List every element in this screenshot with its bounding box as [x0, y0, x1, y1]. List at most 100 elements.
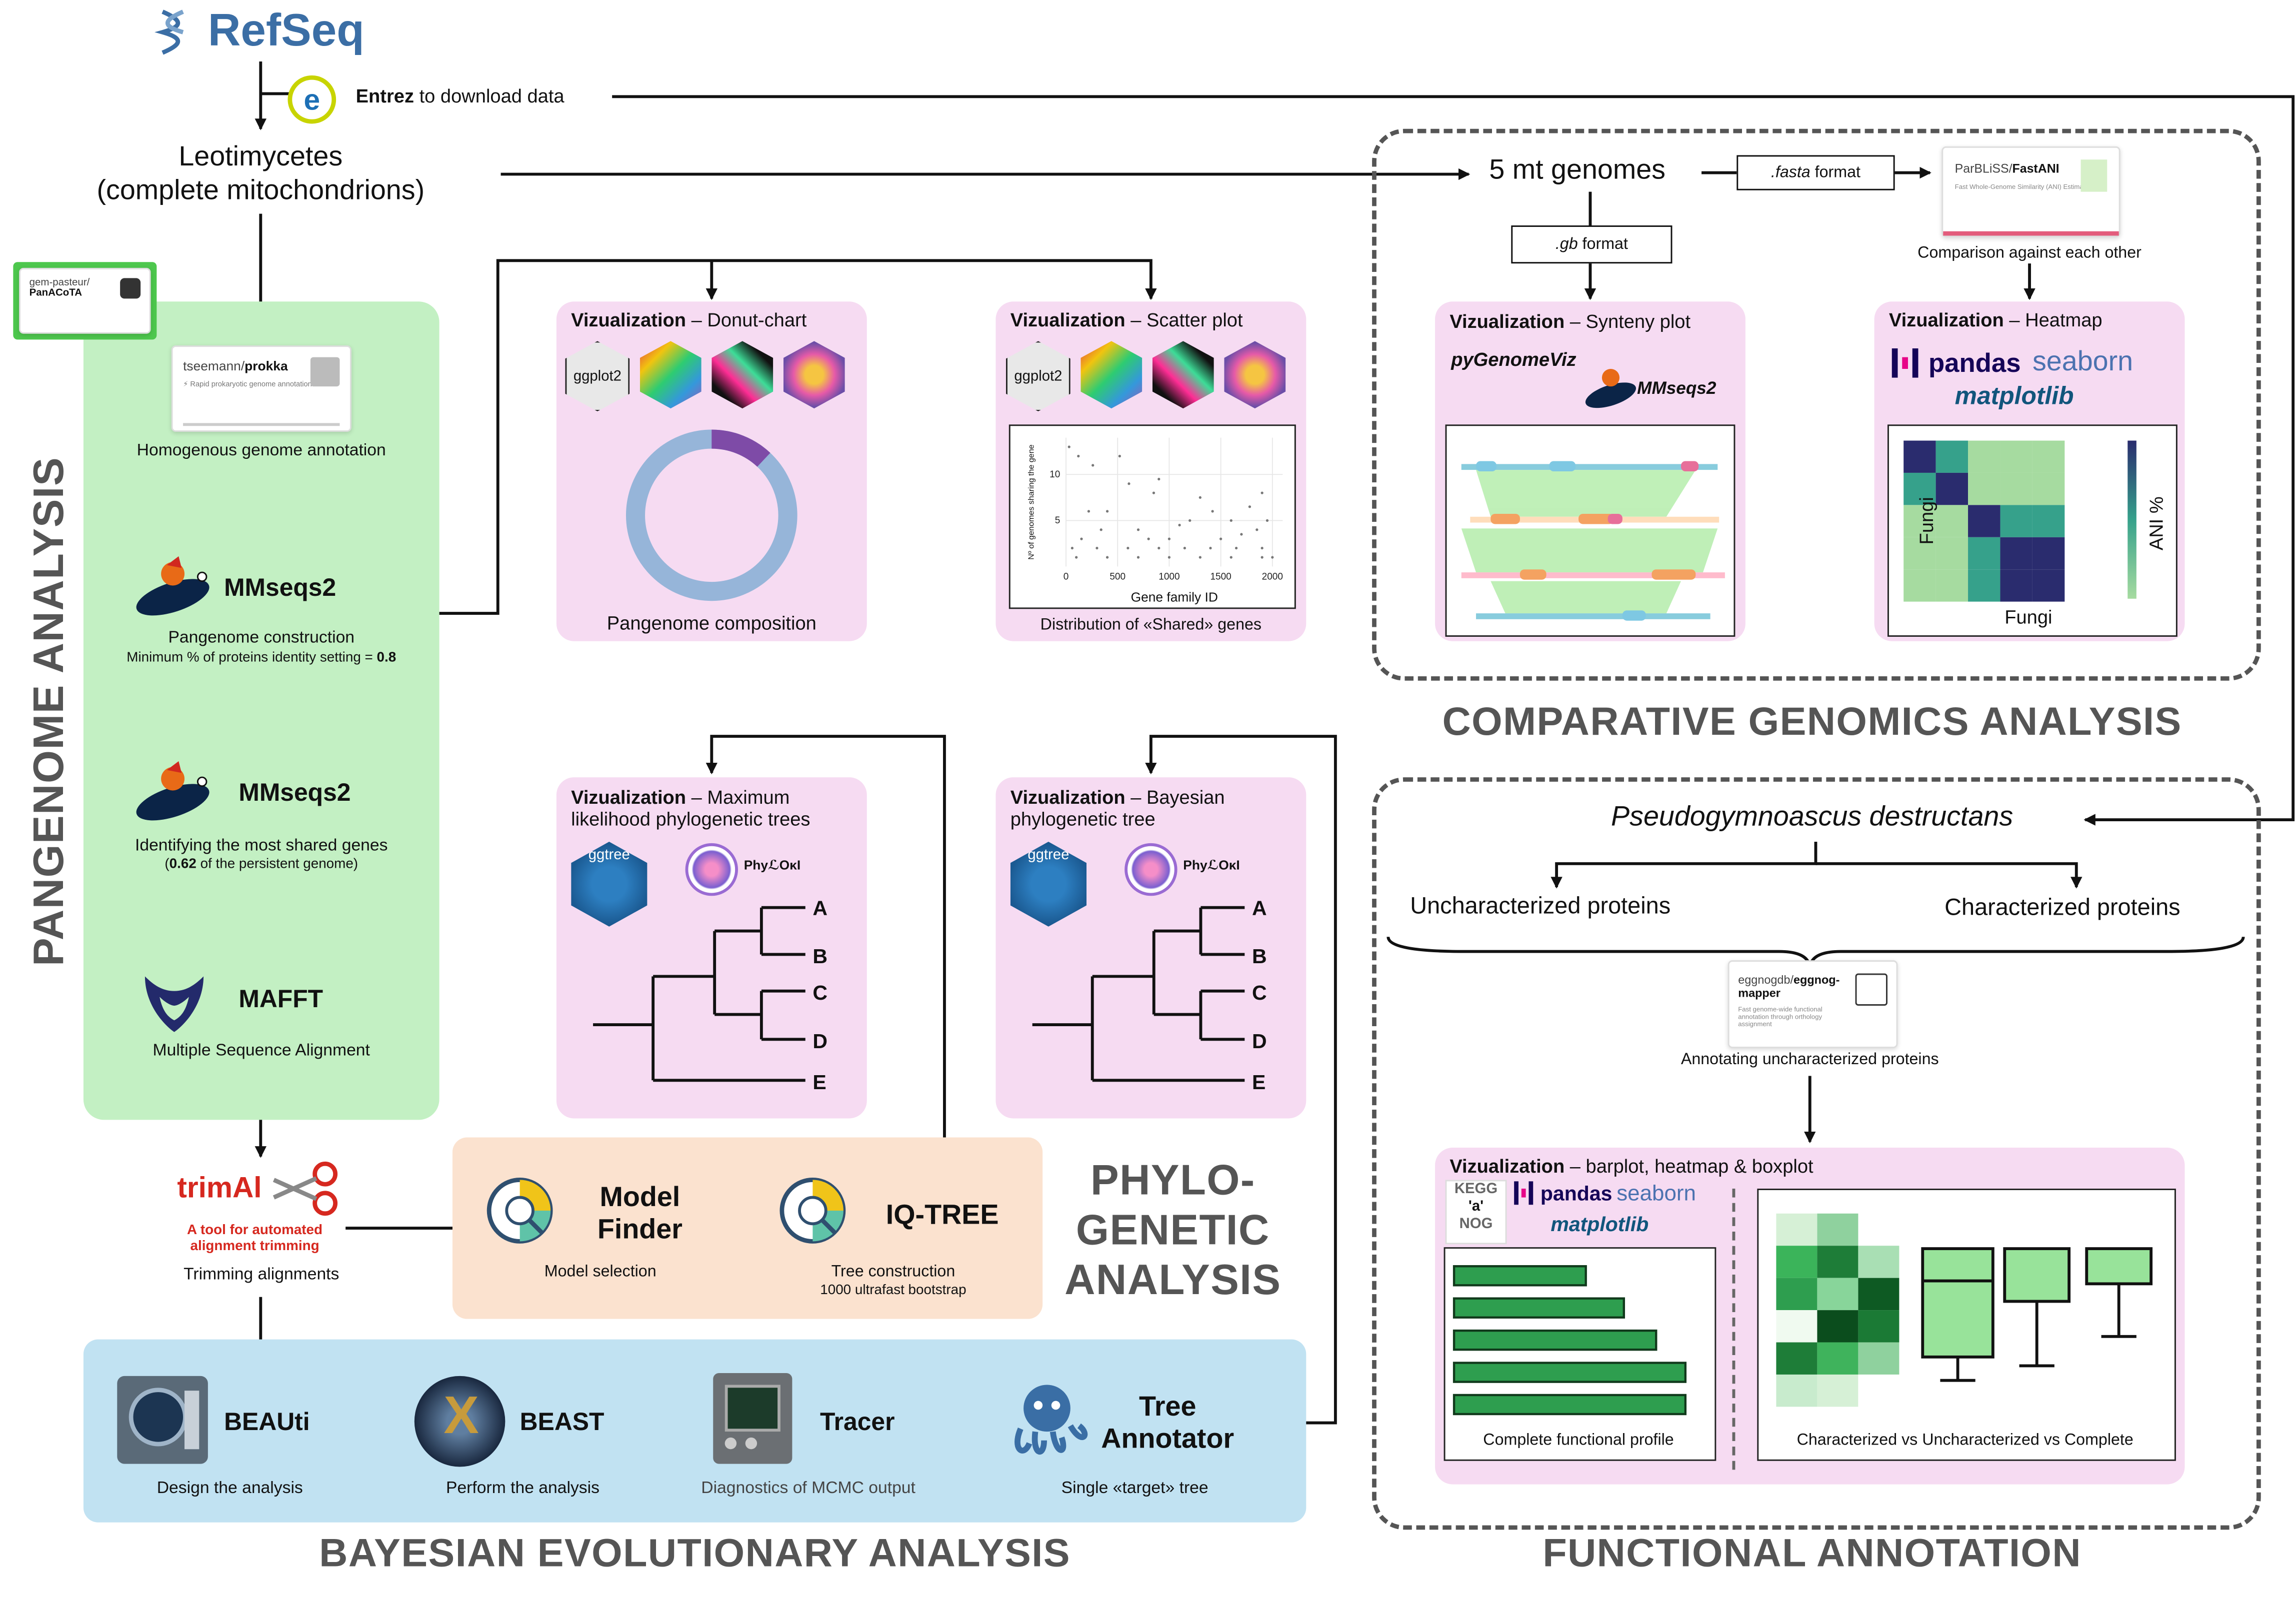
functional-libs-logos: pandas seaborn: [1512, 1180, 1696, 1206]
comparison-caption: Comparison against each other: [1918, 244, 2142, 262]
refseq-title[interactable]: RefSeq: [208, 4, 364, 56]
scatter-point: [1158, 477, 1160, 481]
x-tick-label: 2000: [1262, 572, 1283, 582]
scatter-point: [1106, 556, 1109, 559]
ggtree-hex-logo: ggtree: [571, 841, 648, 927]
pandas-logo: pandas: [1540, 1181, 1612, 1205]
panacota-card[interactable]: gem-pasteur/PanACoTA: [19, 267, 151, 334]
leotiomycetes-label: Leotimycetes (complete mitochondrions): [96, 142, 425, 206]
heatmap-cell: [1936, 440, 1968, 473]
heatmap-cell: [1904, 440, 1936, 473]
donut-viz-title: Vizualization – Donut-chart: [571, 308, 807, 331]
mafft-icon: [136, 962, 212, 1045]
seaborn-logo: seaborn: [1616, 1180, 1696, 1206]
trimal-logo-text: trimAl: [177, 1172, 262, 1205]
iqtree-label: IQ-TREE: [886, 1200, 999, 1231]
prokka-card[interactable]: tseemann/prokka ⚡ Rapid prokaryotic geno…: [171, 345, 352, 432]
treeannotator-label: Tree Annotator: [1101, 1392, 1234, 1456]
beast-icon: X: [414, 1376, 506, 1467]
heatmap-cell: [2000, 440, 2032, 473]
scatter-point: [1230, 556, 1232, 559]
synteny-viz-title: Vizualization – Synteny plot: [1450, 310, 1691, 332]
scatter-point: [1260, 491, 1264, 494]
fasta-format-box: .fasta format: [1736, 155, 1895, 190]
heatmap-cell: [1936, 569, 1968, 602]
pandas-icon: [1514, 1181, 1534, 1205]
shared-genes-caption: Identifying the most shared genes: [134, 837, 388, 855]
bayes-tree-panel: [996, 777, 1306, 1119]
phylo-logo-text: PhyℒOκI: [744, 858, 801, 873]
functional-section-label: FUNCTIONAL ANNOTATION: [1542, 1531, 2082, 1576]
scatter-point: [1096, 546, 1098, 550]
bayes-tree-diagram: [1032, 906, 1245, 1082]
phylogenetic-panel: [452, 1137, 1043, 1319]
eggnog-card[interactable]: eggnogdb/eggnog-mapper Fast genome-wide …: [1728, 960, 1898, 1048]
pangenome-section-label: PANGENOME ANALYSIS: [26, 456, 74, 966]
heatmap-colorbar-label: ANI %: [2145, 496, 2168, 551]
scatter-point: [1260, 546, 1264, 550]
matplotlib-logo: matplotlib: [1954, 382, 2074, 410]
identity-setting-caption: Minimum % of proteins identity setting =…: [126, 650, 396, 666]
entrez-icon: e: [287, 74, 337, 131]
tracer-caption: Diagnostics of MCMC output: [701, 1480, 916, 1498]
matplotlib-logo: matplotlib: [1550, 1212, 1649, 1236]
mmseqs-rocket-icon: [129, 553, 220, 628]
tree-construction-caption: Tree construction: [831, 1263, 956, 1281]
synteny-mmseqs-label: MMseqs2: [1637, 377, 1716, 398]
scatter-point: [1092, 464, 1094, 467]
y-tick-label: 5: [1055, 515, 1060, 526]
heatmap-cell: [2032, 569, 2065, 602]
x-tick-label: 500: [1110, 572, 1126, 582]
gb-format-box: .gb format: [1511, 225, 1672, 264]
panacota-card-frame: gem-pasteur/PanACoTA: [13, 262, 157, 340]
refseq-logo: [151, 6, 195, 66]
scatter-point: [1211, 510, 1214, 513]
complete-profile-caption: Complete functional profile: [1483, 1432, 1674, 1450]
scatter-point: [1178, 523, 1181, 527]
persistent-genome-caption: (0.62 of the persistent genome): [164, 856, 358, 873]
mmseqs-1-label: MMseqs2: [224, 574, 336, 602]
mmseqs-rocket-icon: [129, 758, 220, 833]
scatter-point: [1118, 454, 1121, 458]
bayes-tree-title: Vizualization – Bayesian phylogenetic tr…: [1010, 786, 1225, 830]
scatter-point: [1168, 556, 1171, 559]
heatmap-cell: [1936, 537, 1968, 570]
heatmap-y-label: Fungi: [1915, 497, 1938, 545]
heatmap-cell: [2032, 505, 2065, 537]
bar: [1452, 1362, 1687, 1383]
donut-caption: Pangenome composition: [606, 612, 816, 634]
iqtree-icon: [776, 1174, 849, 1255]
annotating-caption: Annotating uncharacterized proteins: [1680, 1051, 1939, 1069]
beast-label: BEAST: [520, 1408, 604, 1436]
bayes-leaf-b: B: [1252, 944, 1267, 968]
scatter-point: [1152, 491, 1156, 494]
synteny-plot: [1461, 461, 1725, 621]
donut-chart: [626, 429, 798, 601]
dna-icon: [154, 9, 184, 55]
modelfinder-icon: [483, 1174, 556, 1255]
bayes-leaf-a: A: [1252, 896, 1267, 920]
heatmap-frame: [1887, 424, 2178, 637]
hex-logo-3: [712, 341, 774, 409]
divider: [1732, 1189, 1736, 1470]
trimal-tagline: A tool for automated alignment trimming: [187, 1222, 323, 1255]
ani-heatmap: [1904, 440, 2136, 602]
y-tick-label: 10: [1050, 469, 1060, 480]
scatter-point: [1260, 556, 1264, 559]
fastani-card[interactable]: ParBLiSS/FastANI Fast Whole-Genome Simil…: [1942, 146, 2120, 237]
heatmap-cell: [1968, 440, 2000, 473]
bayesian-section-label: BAYESIAN EVOLUTIONARY ANALYSIS: [319, 1531, 1070, 1576]
phylo-logo-icon: [1124, 843, 1178, 896]
barplot-frame: [1444, 1247, 1716, 1461]
model-selection-caption: Model selection: [544, 1263, 656, 1281]
scatter-point: [1198, 496, 1202, 499]
scatter-point: [1136, 556, 1140, 559]
bar: [1452, 1265, 1587, 1287]
tracer-label: Tracer: [820, 1408, 895, 1436]
beast-caption: Perform the analysis: [446, 1480, 600, 1498]
beauti-caption: Design the analysis: [156, 1480, 303, 1498]
x-axis-label: Gene family ID: [1131, 590, 1218, 605]
hex-logo-3: [1152, 341, 1214, 409]
ggplot2-hex-logo: ggplot2: [565, 341, 630, 411]
